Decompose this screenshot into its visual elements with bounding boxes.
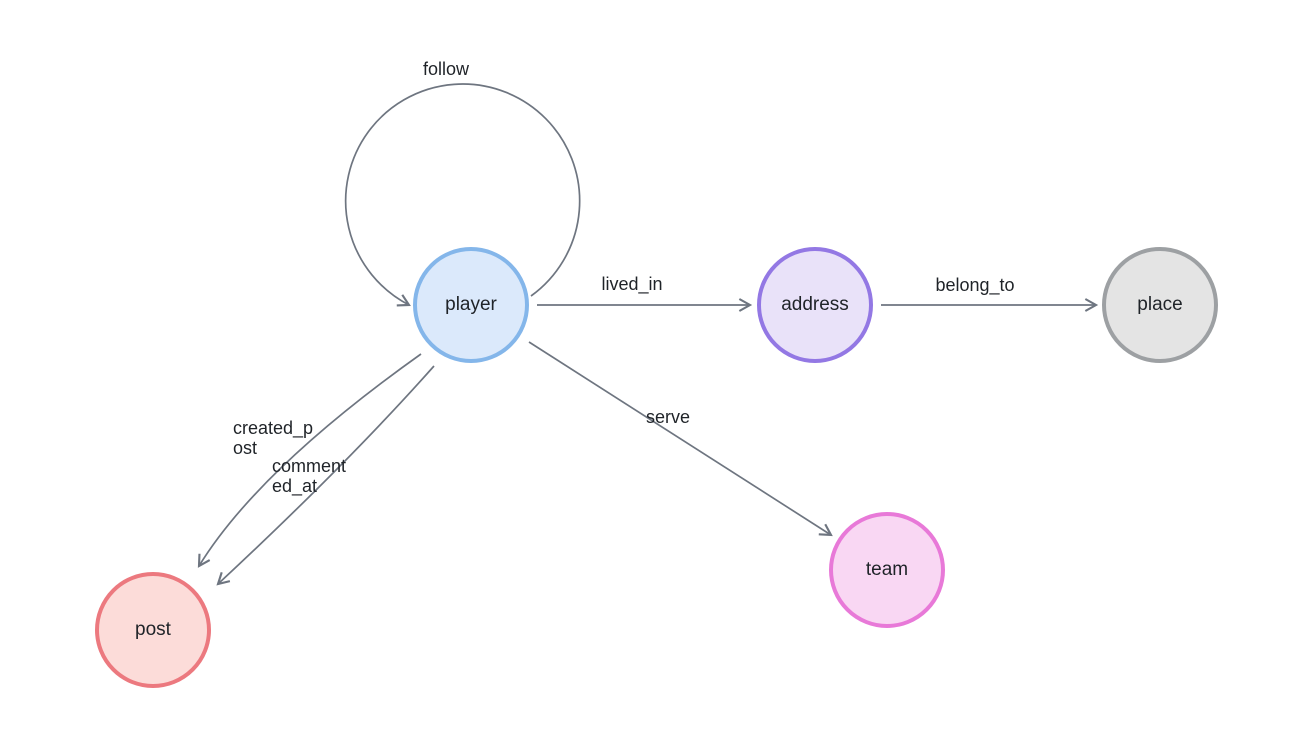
edge-created-post[interactable] bbox=[197, 353, 422, 568]
node-team-label: team bbox=[865, 559, 909, 580]
edge-label-lived-in[interactable]: lived_in bbox=[601, 274, 663, 294]
edge-label-belong-to[interactable]: belong_to bbox=[935, 275, 1015, 295]
edge-follow[interactable] bbox=[344, 83, 581, 307]
edge-label-serve[interactable]: serve bbox=[645, 407, 691, 427]
edge-label-commented-at-line2: ed_at bbox=[272, 476, 318, 496]
edge-commented-at[interactable] bbox=[216, 365, 435, 586]
node-place-label: place bbox=[1137, 294, 1183, 315]
node-post-label: post bbox=[135, 619, 171, 640]
node-post[interactable]: post bbox=[95, 572, 211, 688]
node-address[interactable]: address bbox=[757, 247, 873, 363]
edge-label-created-post[interactable]: created_p ost bbox=[233, 418, 313, 458]
edge-label-created-post-line2: ost bbox=[233, 438, 258, 458]
node-address-label: address bbox=[781, 294, 849, 315]
edge-label-commented-at-line1: comment bbox=[272, 456, 347, 476]
edge-label-follow[interactable]: follow bbox=[422, 59, 470, 79]
node-player[interactable]: player bbox=[413, 247, 529, 363]
edge-serve[interactable] bbox=[528, 341, 833, 537]
node-team[interactable]: team bbox=[829, 512, 945, 628]
node-place[interactable]: place bbox=[1102, 247, 1218, 363]
edge-label-commented-at[interactable]: comment ed_at bbox=[272, 456, 346, 496]
edge-label-created-post-line1: created_p bbox=[233, 418, 314, 438]
node-player-label: player bbox=[445, 294, 497, 315]
